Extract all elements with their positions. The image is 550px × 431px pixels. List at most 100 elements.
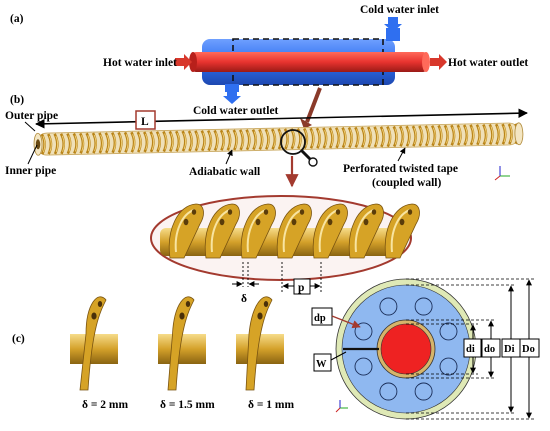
clearance-sample-hole <box>185 301 191 307</box>
cold-outlet-label: Cold water outlet <box>193 105 279 117</box>
tape-coil-highlight <box>343 129 347 146</box>
inner-pipe-core <box>380 323 432 375</box>
tape-coil-highlight <box>394 128 398 145</box>
length-label: L <box>141 116 149 128</box>
tape-coil-highlight <box>106 134 110 151</box>
cold-outlet-arrow <box>223 91 241 104</box>
tape-coil-highlight <box>432 127 436 144</box>
adiabatic-wall-label: Adiabatic wall <box>189 166 260 178</box>
tape-coil-highlight <box>119 134 123 151</box>
clearance-sample <box>70 296 118 391</box>
magnifier-lens <box>280 129 306 155</box>
zoom-tape-turn <box>240 203 276 259</box>
tape-coil-highlight <box>471 126 475 143</box>
zoom-coils <box>168 203 420 259</box>
tape-hole <box>439 322 458 341</box>
tape-coil-highlight <box>407 128 411 145</box>
tape-coil-highlight <box>157 133 161 150</box>
zoom-tape-highlight <box>390 209 411 253</box>
tape-width-leader <box>330 351 347 361</box>
dim-Do-label: Do <box>522 344 535 355</box>
tape-coil-highlight <box>221 132 225 149</box>
tape-coil-highlight <box>445 127 449 144</box>
tape-coil-highlight <box>292 130 295 147</box>
tape-coil-highlight <box>68 135 71 152</box>
tape-coil-highlight <box>132 134 135 151</box>
tape-coil-highlight <box>324 129 327 147</box>
tape-coil-highlight <box>240 131 244 148</box>
length-dimension-line <box>35 108 528 129</box>
zoom-detail <box>160 203 420 259</box>
tape-coil-highlight <box>464 126 468 144</box>
tube-end-right <box>514 122 524 146</box>
tape-coil-highlight <box>81 135 84 152</box>
tape-hole <box>379 382 398 401</box>
cross-section: Do Di do di dp W <box>311 278 540 420</box>
clearance-sample <box>236 296 284 391</box>
tape-coil-highlight <box>266 131 270 148</box>
tape-coil-highlight <box>362 129 366 146</box>
clearance-sample <box>158 296 206 391</box>
panel-a: (a) Cold water inlet Cold water outlet H… <box>10 4 528 129</box>
inner-tube-end-left <box>189 52 197 72</box>
zoom-tape-hole <box>183 218 189 226</box>
outer-pipe-label: Outer pipe <box>5 110 58 122</box>
inner-tube-end-right <box>422 52 430 72</box>
cold-outlet-nozzle <box>225 84 239 92</box>
zoom-tape-highlight <box>174 209 195 253</box>
clearance-sample-hole <box>257 312 263 320</box>
panel-a-label: (a) <box>10 13 24 25</box>
tape-coil-highlight <box>55 135 59 153</box>
tape-coil-highlight <box>484 126 487 143</box>
tape-coil-highlight <box>260 131 263 148</box>
tape-coil-highlight <box>209 132 212 149</box>
zoom-tape-hole <box>255 218 261 226</box>
zoom-tape-highlight <box>354 209 375 253</box>
tape-coil-highlight <box>74 135 78 152</box>
dim-labels: Do Di do di <box>463 338 540 358</box>
tape-coil-highlight <box>145 133 148 151</box>
zoom-tape-turn <box>312 203 348 259</box>
tape-width-label: W <box>316 359 327 370</box>
clearance-sample-hole <box>179 312 185 320</box>
inner-pipe-leader <box>27 144 38 165</box>
tape-coil-highlight <box>503 125 507 143</box>
axis-triad-b <box>494 166 510 181</box>
pitch-label: p <box>298 282 304 294</box>
tape-coil-highlight <box>202 132 206 149</box>
tape-coil-highlight <box>400 128 404 145</box>
tape-holes <box>354 297 458 401</box>
tape-hole <box>379 297 398 316</box>
tape-coil-highlight <box>125 134 129 151</box>
tape-coil-highlight <box>177 133 180 150</box>
dim-Di-label: Di <box>504 344 515 355</box>
tape-coil-highlight <box>388 128 391 145</box>
tape-coil-highlight <box>496 126 500 143</box>
zoom-tape-turn <box>384 203 420 259</box>
hole-diameter-leader <box>331 315 361 329</box>
tape-coil-highlight <box>420 127 423 145</box>
zoom-tape-highlight <box>246 209 267 253</box>
zoom-tape-highlight <box>318 209 339 253</box>
zoom-tape-hole <box>399 218 405 226</box>
zoom-tape-hole <box>371 209 377 215</box>
tape-coil-highlight <box>477 126 481 143</box>
tape-coil-highlight <box>368 128 372 146</box>
tape-hole <box>439 357 458 376</box>
tape-coil-highlight <box>100 134 103 152</box>
tape-coil-highlight <box>336 129 340 146</box>
pitch-label-box <box>293 278 311 295</box>
tape-coil-highlight <box>151 133 155 150</box>
tape-coil-highlight <box>311 130 315 147</box>
clearance-label-2: δ = 1.5 mm <box>160 399 215 411</box>
clearance-sample-hole <box>263 301 269 307</box>
tape-label-line2: (coupled wall) <box>372 177 441 189</box>
tape-hole <box>354 357 373 376</box>
zoom-tape-hole <box>363 218 369 226</box>
outer-pipe-leader <box>24 121 36 132</box>
tape-coil-highlight <box>426 127 430 144</box>
zoom-tape-hole <box>335 209 341 215</box>
tape-coil-highlight <box>49 135 52 153</box>
tape-coil-highlight <box>304 130 308 147</box>
tape-coil-highlight <box>247 131 251 148</box>
